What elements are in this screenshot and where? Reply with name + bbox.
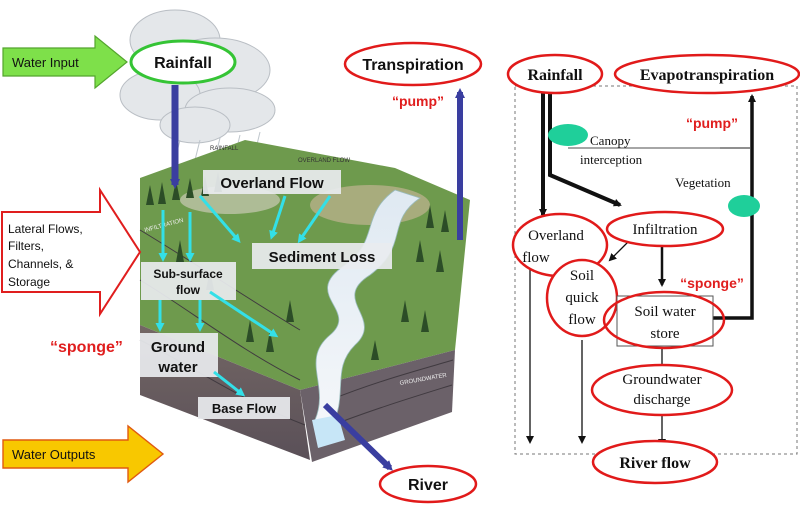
evapotranspiration-label: Evapotranspiration	[640, 67, 774, 84]
subsurface-label-1: Sub-surface	[153, 267, 223, 281]
groundwater-label-2: discharge	[633, 392, 691, 408]
overland-flow-label: Overland Flow	[220, 175, 324, 192]
river-label: River	[408, 477, 448, 494]
rainfall-ellipse	[129, 39, 237, 85]
canopy-blob	[548, 124, 588, 146]
ground-water-label-2: water	[157, 359, 197, 376]
map-label-rainfall: RAINFALL	[210, 146, 239, 152]
vegetation-label: Vegetation	[675, 175, 731, 190]
lateral-flows-arrow	[1, 186, 142, 318]
transpiration-ellipse	[343, 41, 483, 87]
lateral-label-2: Filters,	[8, 239, 44, 253]
lateral-label-3: Channels, &	[8, 257, 73, 271]
river-arrow	[322, 402, 393, 471]
soil-left-face	[140, 178, 310, 460]
canopy-label-2: interception	[580, 152, 643, 167]
lateral-label-4: Storage	[8, 275, 50, 289]
sponge-label-left: “sponge”	[50, 339, 123, 356]
base-flow-label: Base Flow	[212, 401, 277, 416]
river-flow-label: River flow	[619, 455, 691, 472]
infiltration-ellipse	[605, 210, 725, 248]
soil-water-store-box	[616, 295, 714, 347]
infiltration-label: Infiltration	[633, 222, 698, 238]
map-label-overland: OVERLAND FLOW	[298, 158, 350, 164]
soil-store-label-1: Soil water	[634, 304, 695, 320]
sediment-loss-label: Sediment Loss	[269, 249, 376, 266]
soil-quick-label-2: quick	[565, 290, 599, 306]
soil-quick-label-1: Soil	[570, 268, 594, 284]
flow-overland-label-2: flow	[522, 250, 550, 266]
cyan-flow-arrows	[155, 195, 332, 397]
pump-label-right: “pump”	[686, 115, 738, 131]
water-outputs-label: Water Outputs	[12, 447, 96, 462]
flow-overland-label-1: Overland	[528, 228, 584, 244]
ground-water-label-1: Ground	[151, 339, 205, 356]
canopy-label-1: Canopy	[590, 133, 631, 148]
soil-quick-label-3: flow	[568, 312, 596, 328]
lateral-label-1: Lateral Flows,	[8, 222, 83, 236]
river-flow-ellipse	[591, 439, 719, 485]
soil-store-label-2: store	[650, 326, 680, 342]
pump-label-left: “pump”	[392, 93, 444, 109]
water-outputs-arrow	[2, 424, 165, 484]
river-ellipse	[378, 464, 478, 504]
rainfall-label: Rainfall	[154, 55, 212, 72]
vegetation-blob	[728, 195, 760, 217]
sponge-label-right: “sponge”	[680, 275, 744, 291]
groundwater-discharge-ellipse	[590, 363, 734, 417]
flow-rainfall-ellipse	[506, 53, 604, 95]
subsurface-label-2: flow	[176, 283, 201, 297]
soil-water-store-ellipse	[602, 290, 726, 350]
water-input-arrow	[2, 34, 128, 90]
flow-rainfall-label: Rainfall	[527, 67, 583, 84]
groundwater-label-1: Groundwater	[622, 372, 701, 388]
water-input-label: Water Input	[12, 55, 79, 70]
transpiration-label: Transpiration	[362, 57, 463, 74]
flow-diagram: Rainfall Evapotranspiration Canopy inter…	[506, 53, 800, 485]
evapotranspiration-ellipse	[613, 53, 800, 95]
